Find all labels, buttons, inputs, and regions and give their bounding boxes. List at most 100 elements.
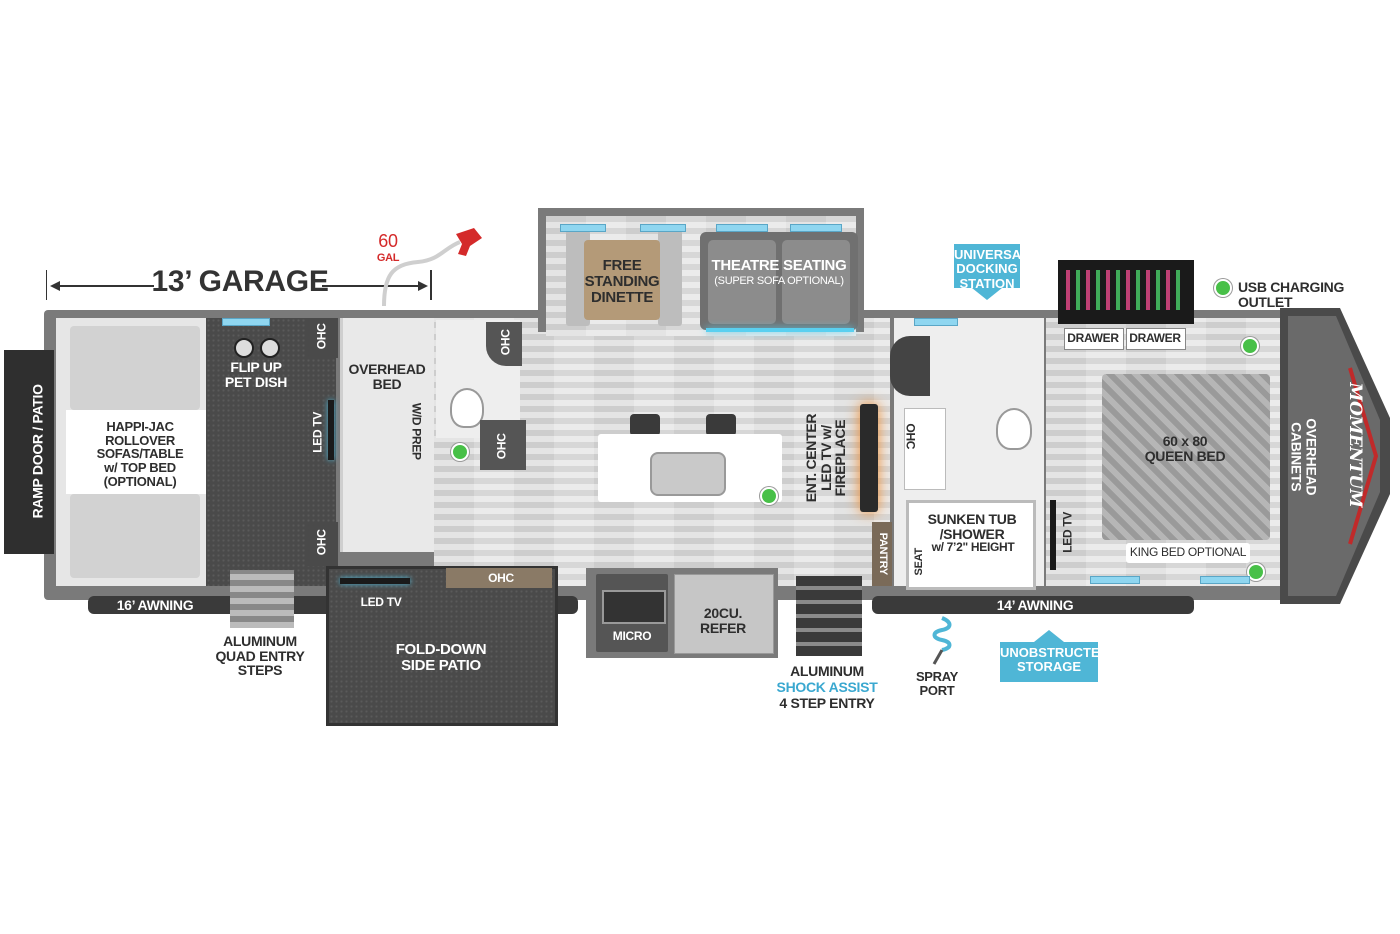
king-option-tag [1126,543,1250,563]
overhead-cabinets-label: OVERHEAD CABINETS [1289,418,1320,496]
window [914,318,958,326]
toilet-icon [450,388,484,428]
window [640,224,686,232]
toilet-icon [996,408,1032,450]
awning-14-label: 14’ AWNING [996,597,1074,613]
garage-dimension [45,270,432,300]
badge-pointer [1034,630,1064,642]
ramp-door-label: RAMP DOOR / PATIO [29,384,46,519]
ent-center-label: ENT. CENTER LED TV w/ FIREPLACE [802,413,849,503]
ohc-cabinet [486,322,522,366]
usb-outlet-icon [760,487,778,505]
unobstructed-badge: UNOBSTRUCTED STORAGE [1000,642,1109,682]
usb-legend-label: USB CHARGING OUTLET [1238,279,1345,310]
garage-tv-icon [328,400,334,460]
aluminum-label: ALUMINUM [790,663,864,679]
universal-docking-badge: UNIVERSAL DOCKING STATION [954,244,1029,290]
vanity [904,408,946,490]
awning-14 [872,596,1194,614]
window [560,224,606,232]
pantry-label: PANTRY [876,532,889,575]
quad-entry-steps [230,570,294,628]
fuel-gallons: 60 [378,231,398,251]
sofa-top [70,326,200,410]
front-cap [1280,308,1390,604]
fireplace-icon [860,404,878,512]
overhead-bed [340,318,437,552]
wd-prep-label: W/D PREP [409,402,424,460]
ohc-label: OHC [498,329,513,356]
theatre-label: THEATRE SEATING [711,257,847,274]
dimension-arrow [45,270,432,300]
sink-icon [650,452,726,496]
sofa-bottom [70,494,200,578]
ohc-cabinet [306,318,338,358]
tub-label: SUNKEN TUB /SHOWER [927,511,1017,542]
drawer [1064,328,1124,350]
dinette-label: FREE STANDING DINETTE [584,257,660,306]
sofa-table [66,410,212,494]
bedroom-tv-label: LED TV [1060,511,1075,553]
ohc-label: OHC [488,571,514,585]
refer-label: 20CU. REFER [700,605,746,636]
fuel-unit: GAL [376,252,400,264]
bedroom-tv-icon [1050,500,1056,570]
four-step-label: 4 STEP ENTRY [779,695,875,711]
ohc-label: OHC [903,423,918,450]
ohc-label: OHC [314,323,329,350]
patio-tv-icon [340,578,410,584]
ramp-door [4,350,54,554]
window [790,224,842,232]
overhead-bed-label: OVERHEAD BED [348,361,426,392]
bath-wall [890,336,930,396]
ohc-cabinet [480,420,526,470]
ohc-label: OHC [494,433,509,460]
spray-port-label: SPRAY PORT [915,669,959,698]
drawer-label: DRAWER [1067,331,1119,345]
spray-hose-icon [932,616,952,665]
patio-tv-label: LED TV [360,595,402,609]
fold-down-patio [326,566,558,726]
window [1200,576,1250,584]
usb-outlet-icon [451,443,469,461]
badge-pointer [972,288,1002,300]
awning-16-label: 16’ AWNING [116,597,194,613]
pantry [872,522,892,586]
pet-dish-icon [260,338,280,358]
quad-steps-label: ALUMINUM QUAD ENTRY STEPS [215,633,305,679]
queen-bed [1102,374,1270,540]
bar-stool [706,414,736,436]
usb-outlet-icon [1247,563,1265,581]
brand-logo: MOMENTUM [1344,382,1365,508]
king-bed-label: KING BED OPTIONAL [1129,545,1247,559]
garage-tv-label: LED TV [310,411,325,453]
micro-label: MICRO [612,629,652,643]
garage-label: 13’ GARAGE [151,265,329,298]
bar-stool [630,414,660,436]
fold-patio-label: FOLD-DOWN SIDE PATIO [395,641,487,674]
ohc-label: OHC [314,529,329,556]
led-strip [706,328,854,332]
drawer-label: DRAWER [1129,331,1181,345]
queen-bed-label: 60 x 80 QUEEN BED [1144,433,1226,464]
drawer [1126,328,1186,350]
shock-assist-label: SHOCK ASSIST [776,679,878,695]
usb-legend-icon [1214,279,1232,297]
happijac-label: HAPPI-JAC ROLLOVER SOFAS/TABLE w/ TOP BE… [96,419,184,489]
tub-shower [906,500,1036,590]
window [716,224,768,232]
theatre-seat [782,240,850,324]
dinette-table [584,240,660,320]
ohc-cabinet [446,568,552,588]
usb-outlet-icon [1241,337,1259,355]
oven-window [602,590,666,624]
closet-hangers-icon [1066,270,1186,310]
seat-label: SEAT [913,548,926,576]
flipup-label: FLIP UP PET DISH [224,359,288,390]
pet-dish-icon [234,338,254,358]
theatre-sub-label: (SUPER SOFA OPTIONAL) [714,275,844,287]
window [222,318,270,326]
window [1090,576,1140,584]
dinette-bench [658,230,682,326]
theatre-seat [708,240,776,324]
